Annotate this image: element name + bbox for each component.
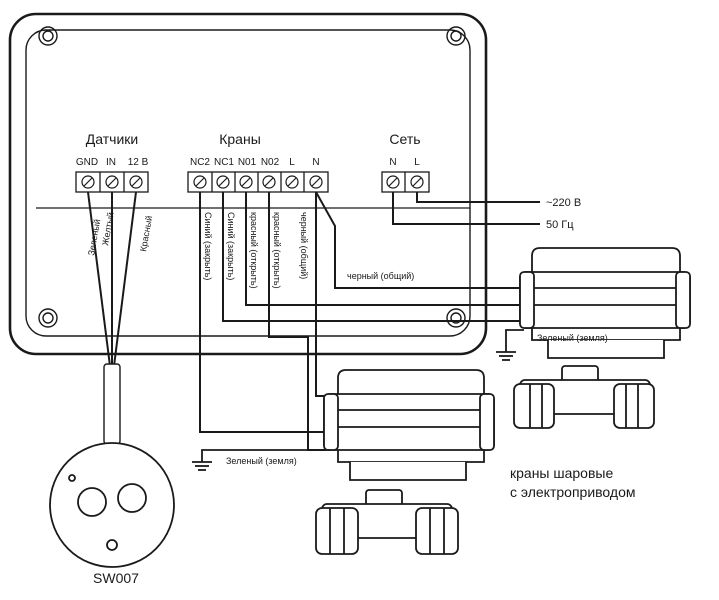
terminal-label-n01: N01 [238,157,257,168]
upper-valve-actuator [519,247,691,359]
upper-ball-valve [513,365,655,429]
terminal-screw-icon [81,175,424,189]
valves-caption-line2: с электроприводом [510,484,635,500]
valve-terminal-block [187,171,329,193]
valve-wire-label-n02: красный (открыть) [272,212,282,289]
power-voltage-label: ~220 В [546,197,581,209]
common-wire-label: черный (общий) [347,271,414,281]
valve-wire-label-nc2: Синий (закрыть) [203,212,213,280]
power-heading: Сеть [389,131,420,147]
controller-box [8,12,488,356]
power-frequency-label: 50 Гц [546,219,574,231]
water-leak-sensor [49,442,175,568]
valve-wire-label-n01: красный (открыть) [249,212,259,289]
sensor-model-label: SW007 [93,570,139,586]
sensors-heading: Датчики [86,131,138,147]
ground-wires [201,329,524,462]
sensor-wire-label-yellow: Желтый [100,211,116,246]
upper-ground-label: Зеленый (земля) [537,333,608,343]
sensor-wire-label-green: Зеленый [86,218,102,256]
terminal-label-power-n: N [389,157,396,168]
sensor-wires [87,191,137,367]
terminal-label-gnd: GND [76,157,98,168]
terminal-label-power-l: L [414,157,420,168]
power-terminal-block [381,171,430,193]
terminal-label-n02: N02 [261,157,280,168]
terminal-label-12v: 12 В [128,157,149,168]
lower-ground-label: Зеленый (земля) [226,456,297,466]
sensor-wire-label-red: Красный [138,215,154,252]
valves-caption-line1: краны шаровые [510,465,613,481]
terminal-label-n: N [312,157,319,168]
valves-heading: Краны [219,131,261,147]
ground-symbol-icon [192,351,516,471]
valve-wire-label-n: черный (общий) [299,212,309,279]
terminal-label-l: L [289,157,295,168]
valve-wire-label-nc1: Синий (закрыть) [226,212,236,280]
lower-ball-valve [315,489,459,555]
sensor-cable [103,363,121,445]
terminal-label-nc1: NC1 [214,157,234,168]
lower-valve-actuator [323,369,495,481]
mounting-screw-icon [38,26,466,328]
terminal-label-in: IN [106,157,116,168]
terminal-label-nc2: NC2 [190,157,210,168]
power-wires [392,192,540,225]
